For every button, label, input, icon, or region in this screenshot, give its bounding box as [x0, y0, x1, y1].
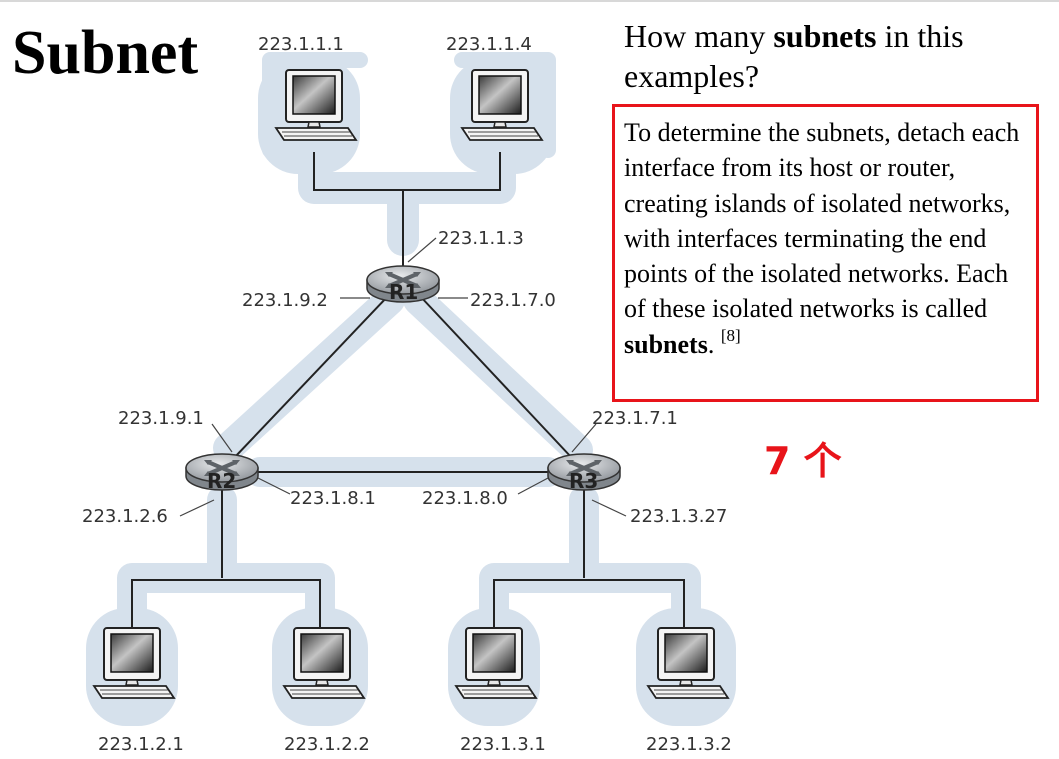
question-bold: subnets: [773, 18, 877, 54]
subnet-island-left: [213, 285, 405, 463]
ip-label: 223.1.2.6: [82, 506, 168, 527]
ip-label: 223.1.1.4: [446, 34, 532, 55]
definition-tail: .: [707, 329, 721, 359]
link-r3-lan: [493, 486, 685, 630]
router-r3-label: R3: [569, 469, 598, 493]
ip-label: 223.1.3.1: [460, 734, 546, 755]
ip-label: 223.1.9.2: [242, 290, 328, 311]
ip-label: 223.1.7.0: [470, 290, 556, 311]
definition-bold: subnets: [624, 329, 708, 359]
link-r1-r2: [233, 295, 389, 459]
host-halos: [86, 58, 736, 726]
router-r1-label: R1: [389, 280, 418, 304]
ip-label: 223.1.9.1: [118, 408, 204, 429]
definition-text: To determine the subnets, detach each in…: [624, 118, 1020, 324]
top-divider: [0, 0, 1059, 2]
ip-label: 223.1.2.1: [98, 734, 184, 755]
ip-label: 223.1.1.3: [438, 228, 524, 249]
citation-link[interactable]: [8]: [720, 325, 741, 345]
question-post: in this examples?: [624, 18, 964, 94]
router-r2-label: R2: [207, 469, 236, 493]
subnet-island-right: [403, 285, 593, 465]
subnet-islands: [117, 52, 701, 645]
question-text: How many subnets in this examples?: [624, 16, 1044, 96]
leader-lines: [179, 237, 627, 517]
page-title: Subnet: [12, 19, 199, 87]
definition-box: To determine the subnets, detach each in…: [612, 104, 1039, 402]
ip-label: 223.1.3.27: [630, 506, 727, 527]
ip-label: 223.1.1.1: [258, 34, 344, 55]
ip-label: 223.1.7.1: [592, 408, 678, 429]
ip-label: 223.1.2.2: [284, 734, 370, 755]
link-r1-r3: [419, 295, 573, 459]
ip-label: 223.1.8.1: [290, 488, 376, 509]
ip-label: 223.1.8.0: [422, 488, 508, 509]
link-r2-lan: [131, 486, 321, 630]
question-pre: How many: [624, 18, 774, 54]
link-top-lan: [313, 152, 501, 191]
links: [131, 152, 685, 630]
answer-text: 7 个: [764, 439, 842, 483]
ip-label: 223.1.3.2: [646, 734, 732, 755]
